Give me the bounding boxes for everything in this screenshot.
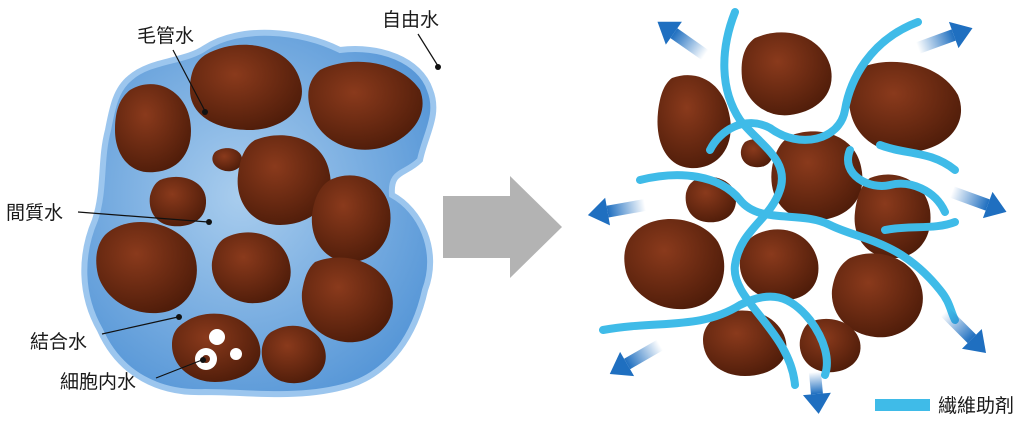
particle	[771, 131, 863, 221]
particle	[657, 75, 731, 169]
particle	[261, 325, 326, 384]
particle	[301, 257, 393, 343]
label-interstitial-water: 間質水	[6, 202, 63, 224]
legend-swatch	[875, 399, 930, 411]
particle	[115, 84, 191, 173]
water-droplet	[230, 348, 242, 360]
legend: 繊維助剤	[875, 395, 1014, 417]
label-bound-water: 結合水	[30, 331, 87, 353]
particle	[149, 176, 207, 227]
particle	[831, 253, 923, 338]
label-capillary-water: 毛管水	[137, 25, 194, 47]
legend-label: 繊維助剤	[938, 395, 1014, 417]
particle	[172, 313, 261, 382]
particle	[848, 61, 962, 153]
water-flow-arrows	[587, 21, 1007, 414]
particle	[212, 148, 243, 172]
particle	[308, 61, 423, 150]
particle	[211, 232, 291, 304]
particle	[741, 32, 832, 116]
labels-left: 自由水 毛管水 間質水 結合水 細胞内水	[6, 9, 441, 393]
fiber-strands	[599, 8, 959, 389]
particle	[311, 175, 391, 262]
right-sludge-cluster	[587, 8, 1007, 414]
particle	[739, 229, 819, 301]
water-droplet	[209, 329, 225, 345]
particle	[96, 222, 197, 314]
transition-arrow	[443, 176, 562, 278]
label-free-water: 自由水	[382, 9, 439, 31]
left-sludge-cluster	[81, 29, 437, 398]
particle	[624, 219, 725, 310]
label-intracellular-water: 細胞内水	[60, 371, 136, 393]
particle	[190, 44, 302, 130]
particle	[237, 135, 331, 225]
